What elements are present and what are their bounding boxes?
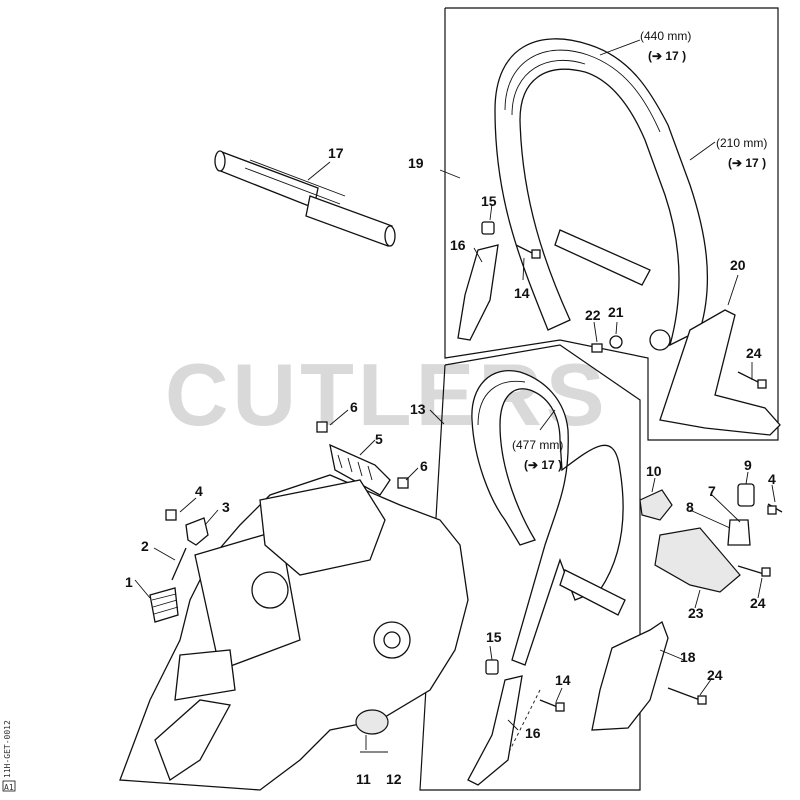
buffer-15-lower-part: [485, 659, 499, 675]
callout-14-upper: 14: [514, 285, 530, 301]
dimension-477: (477 mm): [512, 438, 563, 452]
plate-23-part: [654, 527, 741, 593]
callout-15-lower: 15: [486, 629, 502, 645]
callout-18: 18: [680, 649, 696, 665]
callout-16-upper: 16: [450, 237, 466, 253]
callout-10: 10: [646, 463, 662, 479]
drawing-code: 11H-GET-0012: [3, 720, 12, 778]
callout-1: 1: [125, 574, 133, 590]
callout-5: 5: [375, 431, 383, 447]
callout-4-right: 4: [768, 471, 776, 487]
callout-24-b: 24: [750, 595, 766, 611]
callout-19: 19: [408, 155, 424, 171]
handlebar-13-part: [471, 370, 626, 666]
callout-7: 7: [708, 483, 716, 499]
callout-20: 20: [730, 257, 746, 273]
callout-24-c: 24: [707, 667, 723, 683]
callout-16-lower: 16: [525, 725, 541, 741]
callout-24-a: 24: [746, 345, 762, 361]
callout-13: 13: [410, 401, 426, 417]
screw-24-b-part: [737, 565, 771, 577]
callout-4-left: 4: [195, 483, 203, 499]
callout-3: 3: [222, 499, 230, 515]
washer-21-part: [609, 335, 623, 349]
callout-12: 12: [386, 771, 402, 787]
bracket-20-part: [659, 309, 781, 436]
screw-6-right-part: [397, 477, 409, 489]
spring-5-part: [329, 443, 391, 496]
ref-210: (➔ 17 ): [728, 156, 766, 170]
callout-21: 21: [608, 304, 624, 320]
callout-8: 8: [686, 499, 694, 515]
frame-handlebar-19: [444, 7, 779, 441]
callout-2: 2: [141, 538, 149, 554]
callout-15-upper: 15: [481, 193, 497, 209]
cap-11-12-part: [355, 709, 389, 735]
callout-6-top: 6: [350, 399, 358, 415]
ref-477: (➔ 17 ): [524, 458, 562, 472]
drawing-badge: A1: [4, 783, 14, 792]
screw-4-right-part: [767, 503, 783, 515]
callout-23: 23: [688, 605, 704, 621]
watermark: CUTLERS: [165, 345, 609, 444]
frame-handlebar-13: [419, 344, 641, 791]
screw-22-part: [591, 343, 603, 353]
spring-8-part: [727, 519, 751, 546]
screw-24-c-part: [667, 687, 707, 705]
chainsaw-body: [119, 474, 469, 791]
handlebar-19-part: [494, 38, 709, 351]
dimension-210: (210 mm): [716, 136, 767, 150]
screw-24-a-part: [737, 371, 767, 389]
leader-lines: [134, 39, 776, 753]
callout-22: 22: [585, 307, 601, 323]
screw-14-upper-part: [515, 244, 541, 259]
av-element-16-lower-part: [467, 675, 523, 786]
screw-4-left-part: [165, 509, 177, 521]
bracket-18-part: [591, 621, 669, 731]
ref-440: (➔ 17 ): [648, 49, 686, 63]
dimension-440: (440 mm): [640, 29, 691, 43]
screw-6-top-part: [316, 421, 328, 433]
callout-9: 9: [744, 457, 752, 473]
cap-9-part: [737, 483, 755, 507]
grip-sleeve-part: [214, 150, 396, 247]
callout-11: 11: [356, 771, 371, 787]
alignment-line: [509, 689, 541, 751]
drawing-badge-box: [2, 780, 16, 792]
callout-17: 17: [328, 145, 344, 161]
plug-10-part: [639, 489, 673, 521]
clip-3-part: [185, 517, 209, 546]
spring-1-part: [149, 587, 179, 623]
av-element-16-upper-part: [457, 221, 499, 341]
pin-2-part: [171, 547, 187, 581]
callout-14-lower: 14: [555, 672, 571, 688]
callout-6-right: 6: [420, 458, 428, 474]
screw-14-lower-part: [539, 699, 565, 712]
